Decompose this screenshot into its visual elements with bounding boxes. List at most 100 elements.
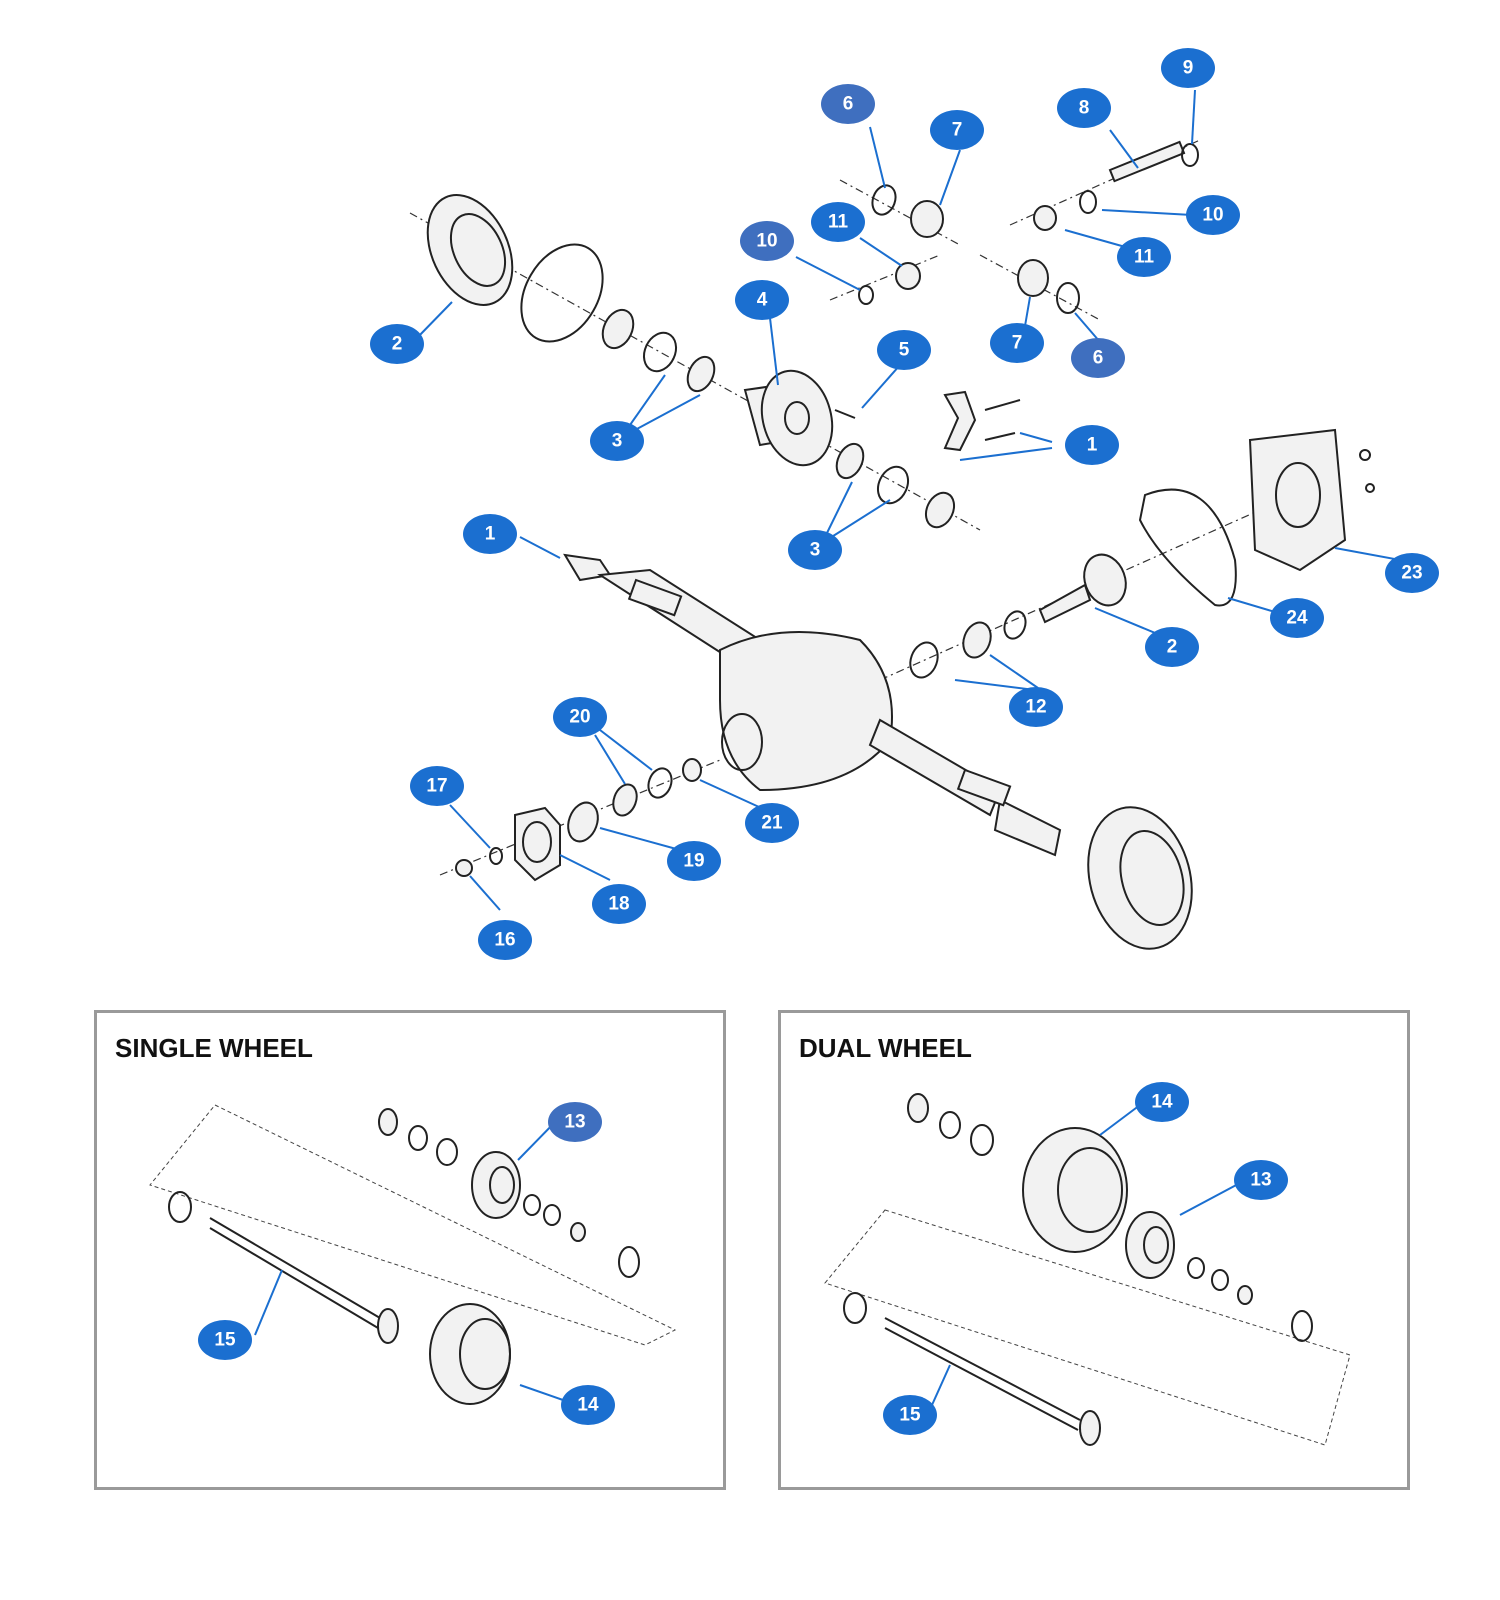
axle-flange-gasket [843, 1292, 867, 1324]
callout-7-upper: 7 [930, 110, 984, 150]
callout-6-upper: 6 [821, 84, 875, 124]
bearing-race [1211, 1269, 1229, 1291]
seal [378, 1108, 398, 1136]
svg-text:11: 11 [828, 212, 849, 233]
callout-1-bearing-cap: 1 [1065, 425, 1119, 465]
brake-rotor [429, 1303, 511, 1405]
single-wheel-panel: SINGLE WHEEL [94, 1010, 726, 1490]
side-gear [1017, 259, 1049, 297]
svg-text:15: 15 [899, 1405, 921, 1426]
callout-23-differential-cover: 23 [1385, 553, 1439, 593]
callout-16: 16 [478, 920, 532, 960]
callout-2-ring-gear: 2 [370, 324, 424, 364]
svg-text:6: 6 [1093, 348, 1104, 369]
dual-wheel-panel: DUAL WHEEL [778, 1010, 1410, 1490]
svg-text:10: 10 [756, 231, 777, 252]
bearing-race [970, 1124, 994, 1156]
bearing-race [647, 767, 673, 799]
differential-cover [1248, 428, 1375, 572]
svg-text:3: 3 [612, 431, 623, 452]
svg-text:8: 8 [1079, 98, 1090, 119]
svg-text:4: 4 [757, 290, 768, 311]
case-bolt [834, 409, 856, 419]
crush-sleeve [682, 758, 702, 782]
svg-text:23: 23 [1401, 563, 1422, 584]
callout-17: 17 [410, 766, 464, 806]
thrust-washer [1056, 282, 1080, 314]
drive-pinion [1038, 553, 1127, 624]
callout-15-single-axle-shaft: 15 [198, 1320, 252, 1360]
svg-text:1: 1 [1087, 435, 1098, 456]
washer [858, 285, 874, 305]
callout-5-case-bolt: 5 [877, 330, 931, 370]
svg-text:13: 13 [1250, 1170, 1271, 1191]
svg-text:16: 16 [494, 930, 515, 951]
callout-13-single-hub: 13 [548, 1102, 602, 1142]
svg-text:21: 21 [761, 813, 783, 834]
svg-text:10: 10 [1202, 205, 1223, 226]
svg-text:14: 14 [577, 1395, 599, 1416]
spacer [1003, 610, 1027, 640]
bearing-race [642, 331, 678, 373]
side-gear [910, 200, 944, 238]
pinion-nut [455, 859, 473, 877]
callout-11-left: 11 [811, 202, 865, 242]
bearing-race [543, 1204, 561, 1226]
seal [907, 1093, 929, 1123]
pinion-race [909, 641, 939, 679]
brake-rotor [1022, 1127, 1128, 1253]
callout-4-differential-case: 4 [735, 280, 789, 320]
wheel-hub [471, 1151, 521, 1219]
axle-flange-gasket [168, 1191, 192, 1223]
nut [1237, 1285, 1253, 1305]
cross-shaft [1108, 140, 1186, 183]
callout-14-dual-rotor: 14 [1135, 1082, 1189, 1122]
pinion-bearing [962, 621, 992, 659]
svg-text:20: 20 [569, 707, 590, 728]
differential-case [743, 369, 834, 467]
cover-gasket [1138, 488, 1237, 607]
svg-text:15: 15 [214, 1330, 236, 1351]
callout-14-single-rotor: 14 [561, 1385, 615, 1425]
svg-text:1: 1 [485, 524, 496, 545]
svg-text:19: 19 [683, 851, 704, 872]
seal [686, 355, 716, 393]
callout-8-cross-shaft: 8 [1057, 88, 1111, 128]
callout-3-upper-bearings: 3 [590, 421, 644, 461]
pinion-gear [1033, 205, 1057, 231]
snap-ring [1291, 1310, 1313, 1342]
brake-backing-plate [1087, 806, 1193, 950]
wheel-hub [1125, 1211, 1175, 1279]
washer [1079, 190, 1097, 214]
svg-text:24: 24 [1286, 608, 1308, 629]
bearing-race [436, 1138, 458, 1166]
callout-3-lower-bearings: 3 [788, 530, 842, 570]
axle-housing [563, 553, 1062, 857]
callout-13-dual-hub: 13 [1234, 1160, 1288, 1200]
axle-shaft [884, 1317, 1081, 1421]
svg-text:13: 13 [564, 1112, 585, 1133]
snap-ring [1181, 143, 1199, 167]
pinion-gear [895, 262, 921, 290]
callout-7-lower: 7 [990, 323, 1044, 363]
single-wheel-parts [149, 1104, 677, 1405]
callout-15-dual-axle-shaft: 15 [883, 1395, 937, 1435]
svg-text:14: 14 [1151, 1092, 1173, 1113]
pinion-seal [567, 801, 599, 843]
callout-10-right: 10 [1186, 195, 1240, 235]
callout-12-pinion-bearings: 12 [1009, 687, 1063, 727]
axle-shaft [209, 1217, 381, 1319]
svg-text:17: 17 [426, 776, 447, 797]
svg-text:7: 7 [952, 120, 963, 141]
svg-text:3: 3 [810, 540, 821, 561]
svg-text:12: 12 [1025, 697, 1046, 718]
callout-10-left: 10 [740, 221, 794, 261]
outer-pinion-bearing [612, 783, 638, 817]
bearing [408, 1125, 428, 1151]
callout-11-right: 11 [1117, 237, 1171, 277]
callout-20: 20 [553, 697, 607, 737]
cap-bolt [984, 432, 1016, 441]
svg-text:5: 5 [899, 340, 910, 361]
callout-19: 19 [667, 841, 721, 881]
callout-24-cover-gasket: 24 [1270, 598, 1324, 638]
